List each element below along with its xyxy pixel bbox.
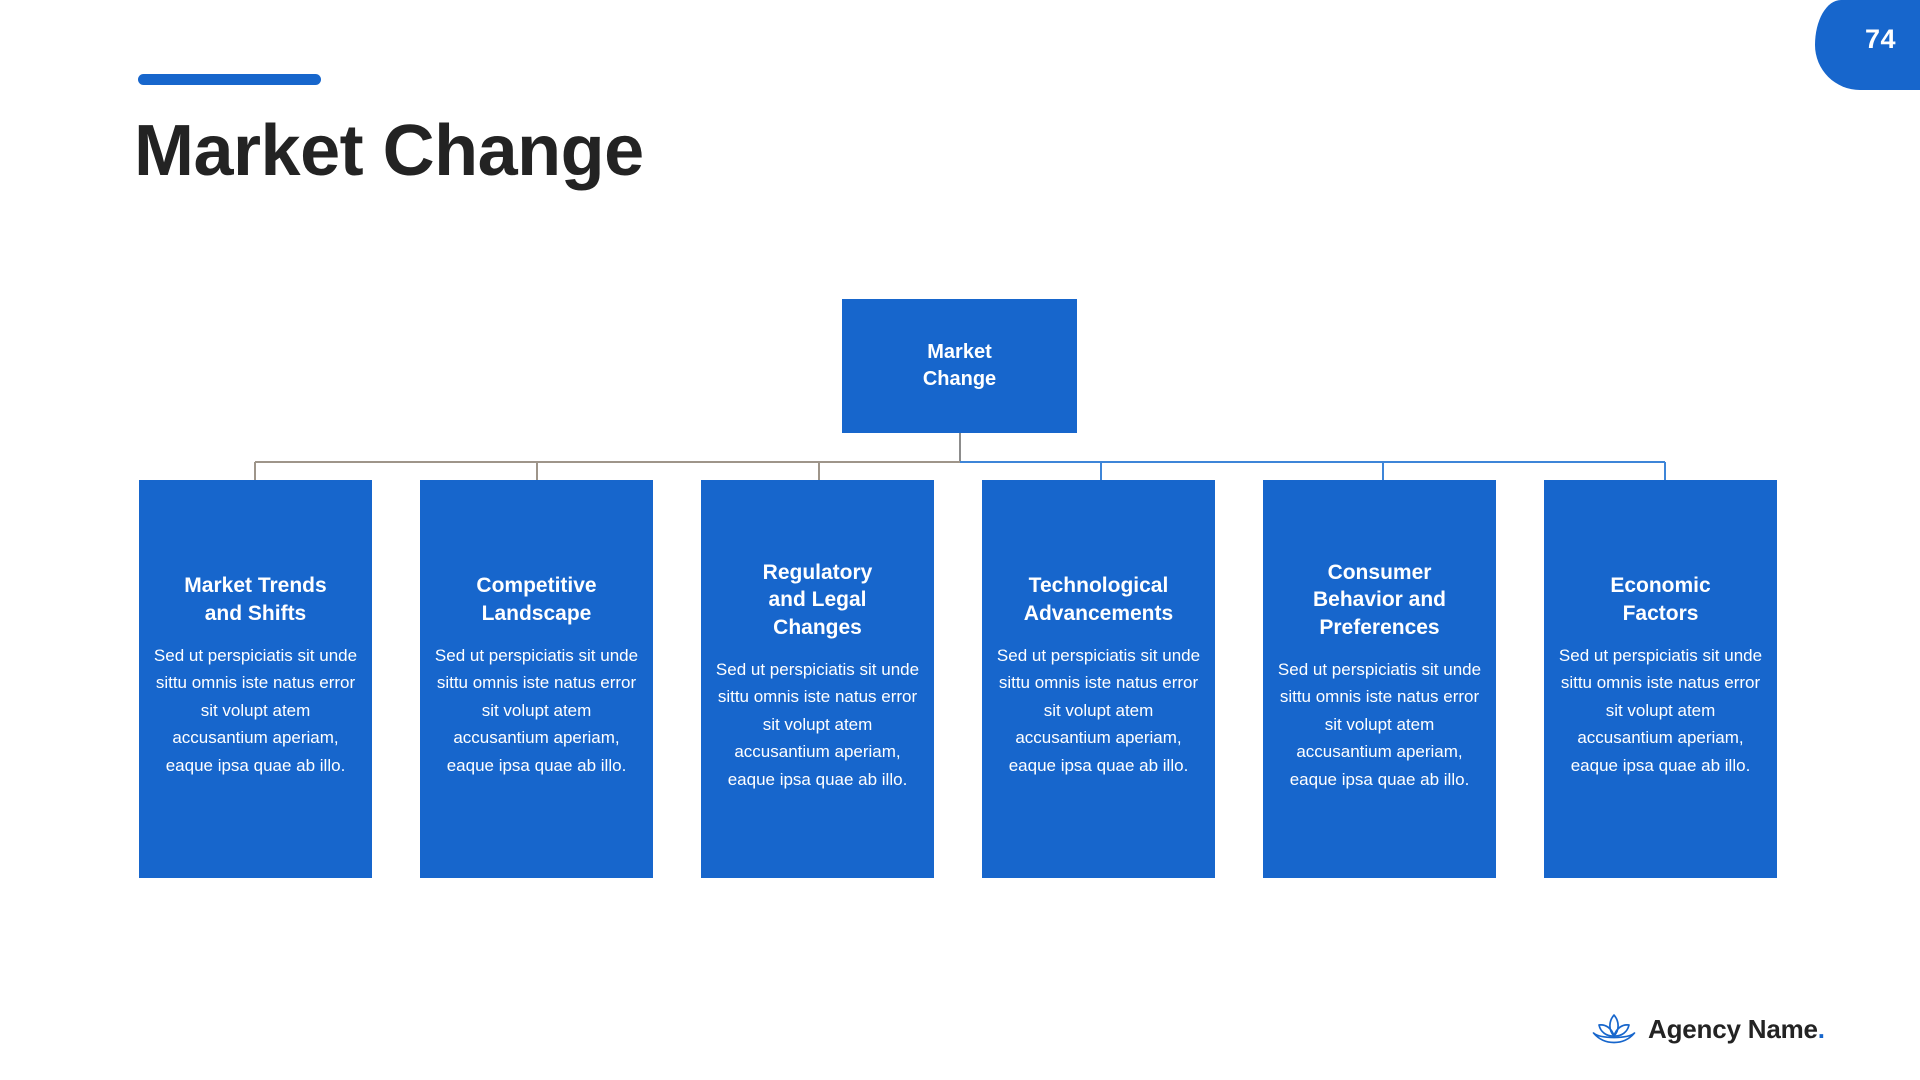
card-title: Consumer Behavior and Preferences [1312,560,1447,640]
logo-text: Agency Name. [1648,1016,1825,1042]
page-number-text: 74 [1864,23,1897,54]
logo-dot: . [1817,1014,1825,1044]
branch-card-market-trends-and-shifts[interactable]: Market Trends and Shifts Sed ut perspici… [139,480,372,878]
branch-card-row: Market Trends and Shifts Sed ut perspici… [139,480,1781,878]
card-body: Sed ut perspiciatis sit unde sittu omnis… [996,645,1201,776]
card-title: Market Trends and Shifts [184,574,327,626]
footer-logo: Agency Name. [1592,1012,1825,1046]
logo-text-label: Agency Name [1648,1014,1818,1044]
card-body: Sed ut perspiciatis sit unde sittu omnis… [715,659,920,789]
lotus-flower-icon [1592,1014,1636,1044]
root-node-label: Market Change [922,341,997,390]
card-title: Regulatory and Legal Changes [762,560,873,640]
branch-card-technological-advancements[interactable]: Technological Advancements Sed ut perspi… [982,480,1215,878]
card-title: Technological Advancements [1023,574,1174,626]
page-number-badge: 74 [1815,0,1920,90]
branch-card-competitive-landscape[interactable]: Competitive Landscape Sed ut perspiciati… [420,480,653,878]
branch-card-regulatory-and-legal-changes[interactable]: Regulatory and Legal Changes Sed ut pers… [701,480,934,878]
card-body: Sed ut perspiciatis sit unde sittu omnis… [153,645,358,776]
title-accent-bar [138,74,321,85]
page-title: Market Change [134,111,644,191]
branch-card-economic-factors[interactable]: Economic Factors Sed ut perspiciatis sit… [1544,480,1777,878]
card-title: Competitive Landscape [476,574,597,626]
root-node-market-change: Market Change [842,299,1077,433]
card-body: Sed ut perspiciatis sit unde sittu omnis… [1558,645,1763,776]
card-title: Economic Factors [1610,574,1711,626]
card-body: Sed ut perspiciatis sit unde sittu omnis… [1277,659,1482,789]
branch-card-consumer-behavior-and-preferences[interactable]: Consumer Behavior and Preferences Sed ut… [1263,480,1496,878]
card-body: Sed ut perspiciatis sit unde sittu omnis… [434,645,639,776]
